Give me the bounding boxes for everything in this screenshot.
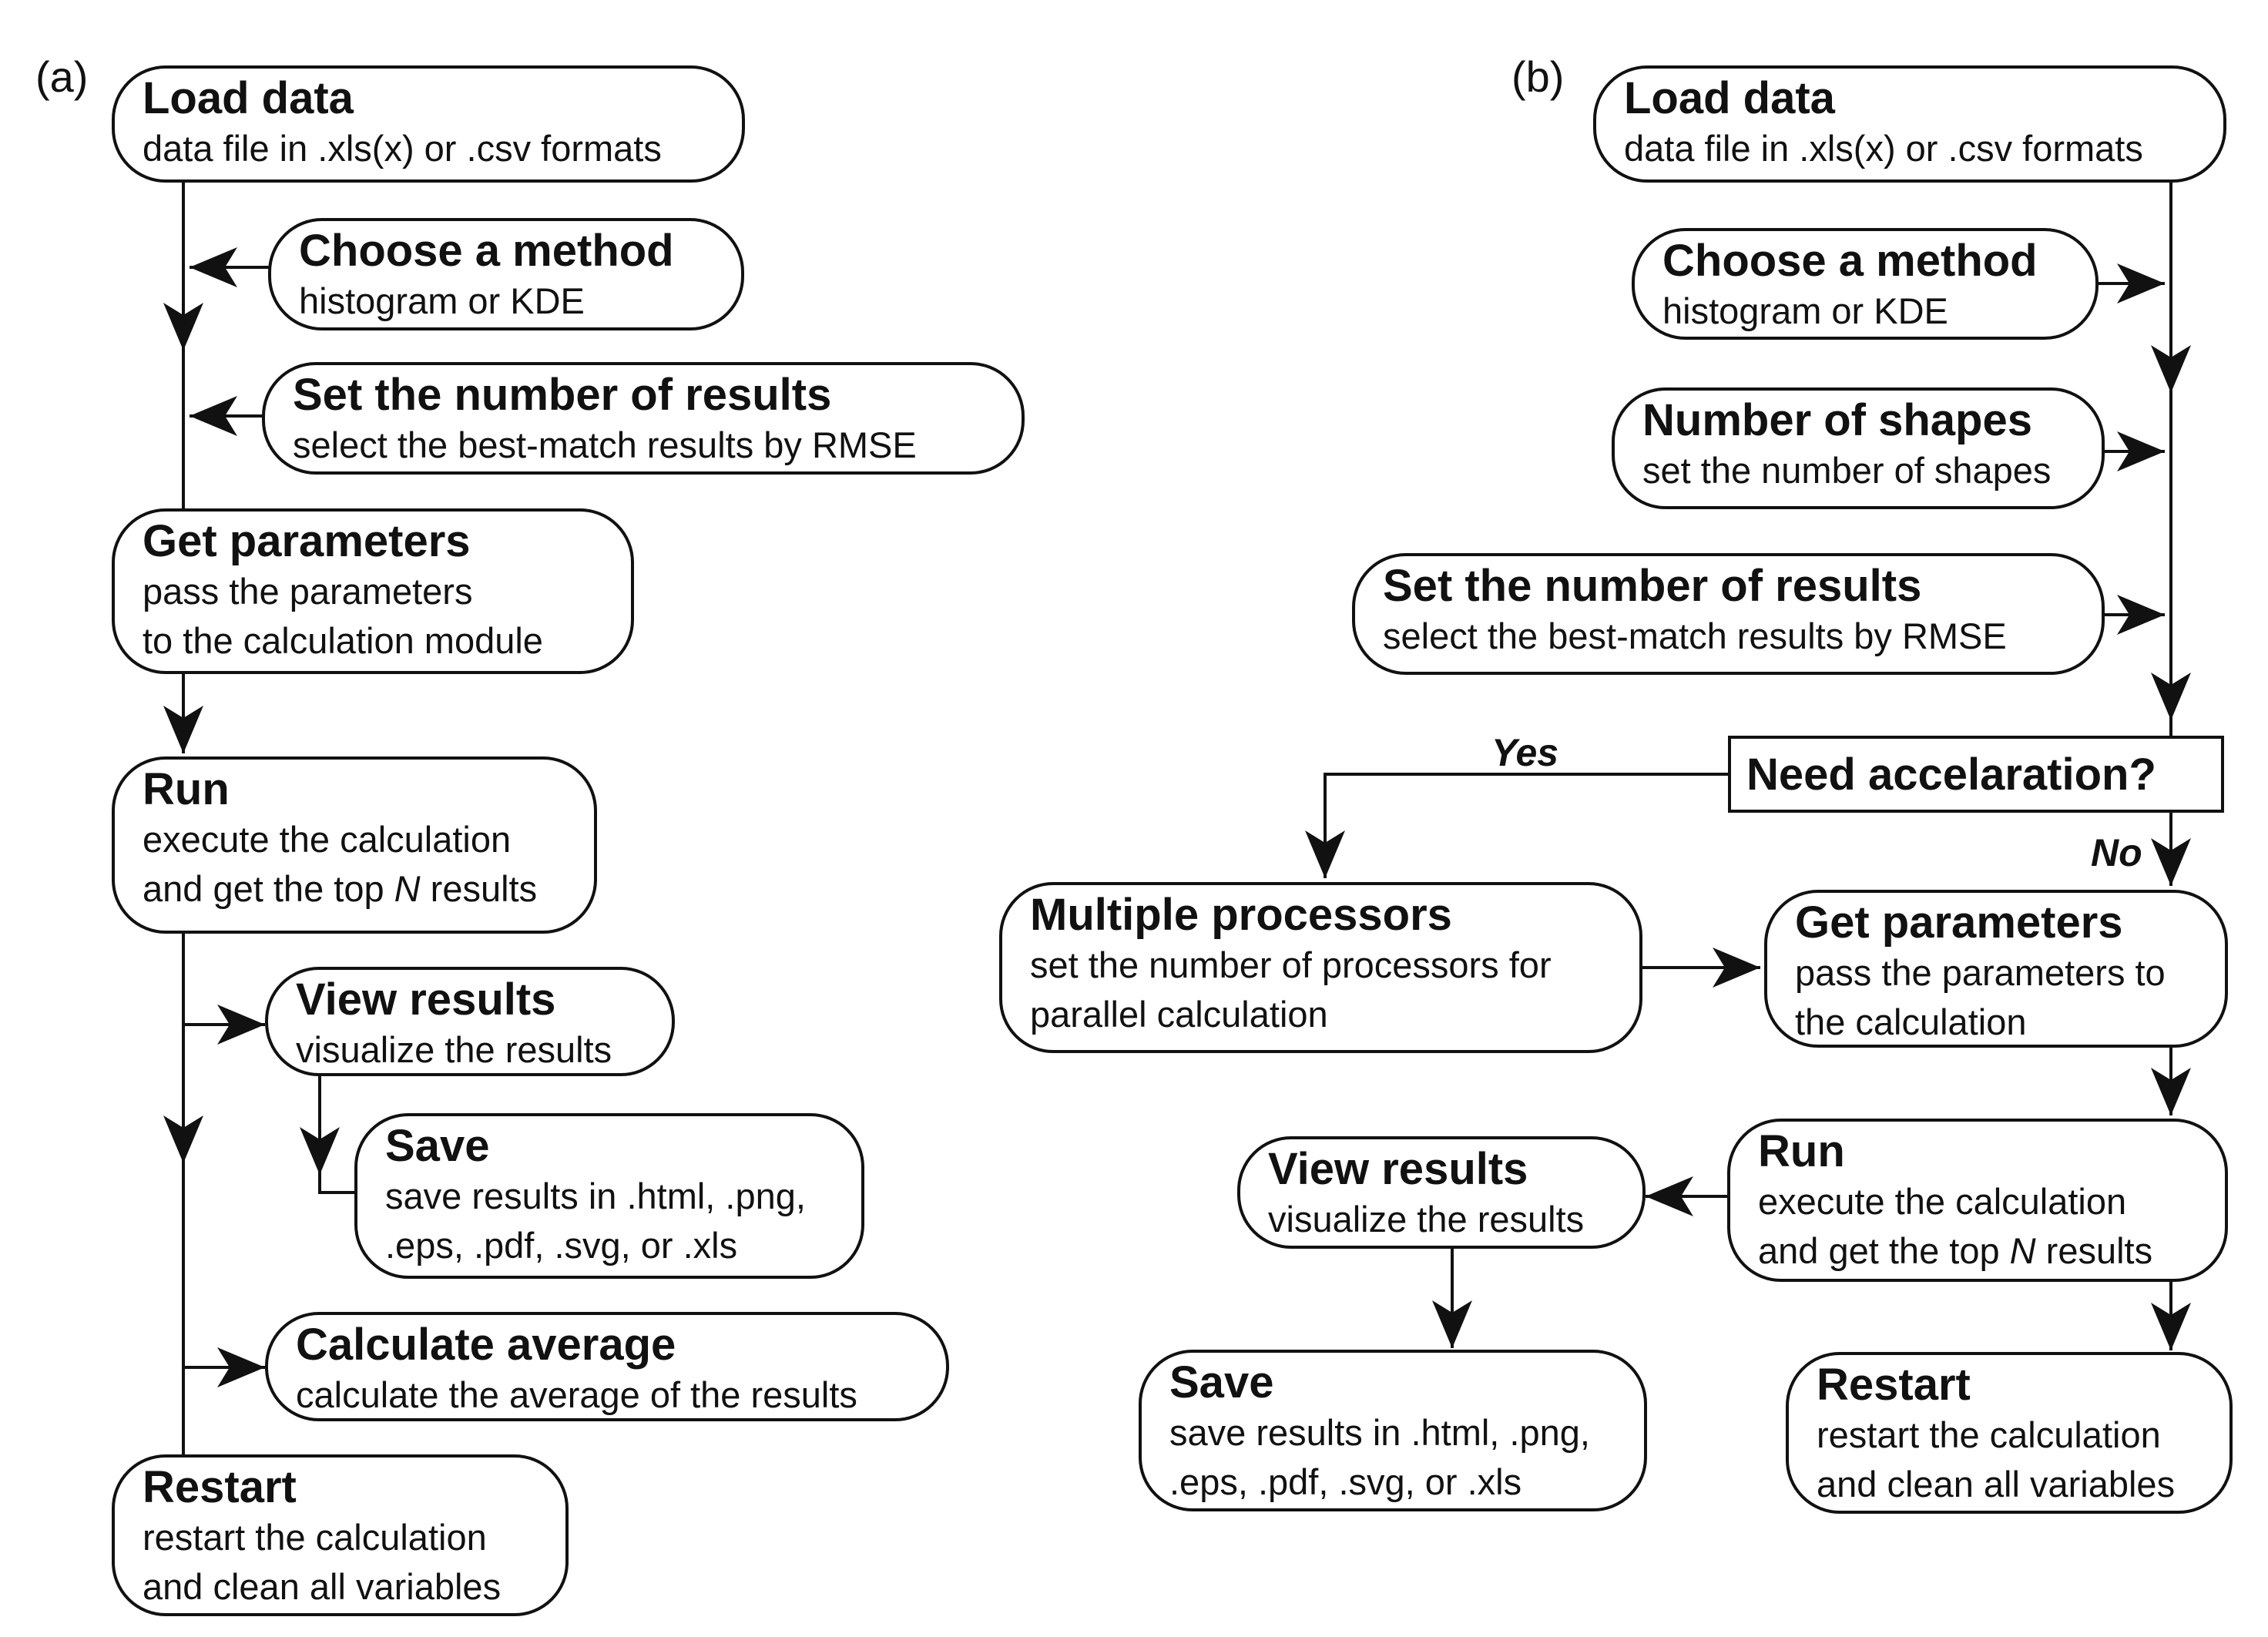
node-title: Save <box>1169 1357 1274 1407</box>
node-title: Number of shapes <box>1642 395 2032 445</box>
node-subtitle: visualize the results <box>1268 1199 1585 1239</box>
node-title: Need accelaration? <box>1746 750 2156 800</box>
a-restart-node: Restart restart the calculation and clea… <box>112 1454 569 1616</box>
a-get-parameters-node: Get parameters pass the parameters to th… <box>112 508 634 674</box>
node-subtitle-line2: and clean all variables <box>1817 1464 2176 1504</box>
b-restart-node: Restart restart the calculation and clea… <box>1786 1352 2233 1514</box>
b-load-data-node: Load data data file in .xls(x) or .csv f… <box>1593 65 2226 183</box>
a-view-results-node: View results visualize the results <box>265 967 675 1076</box>
node-subtitle-line1: restart the calculation <box>143 1517 487 1558</box>
node-subtitle-line2: .eps, .pdf, .svg, or .xls <box>385 1225 738 1266</box>
node-subtitle-line2: and clean all variables <box>143 1566 502 1607</box>
panel-b-label: (b) <box>1511 52 1565 101</box>
node-subtitle-line1: restart the calculation <box>1817 1414 2161 1455</box>
run-text-b: results <box>420 868 538 909</box>
run-text-a: and get the top <box>143 868 394 909</box>
node-subtitle: set the number of shapes <box>1642 450 2052 491</box>
node-subtitle: histogram or KDE <box>1662 290 1948 331</box>
node-title: Load data <box>143 73 354 123</box>
b-choose-method-node: Choose a method histogram or KDE <box>1632 228 2099 340</box>
node-subtitle-line1: set the number of processors for <box>1030 944 1552 985</box>
node-subtitle-line2: to the calculation module <box>143 620 543 661</box>
no-edge-label: No <box>2091 831 2142 874</box>
node-title: Set the number of results <box>293 370 832 420</box>
b-multiple-processors-node: Multiple processors set the number of pr… <box>999 882 1642 1053</box>
a-choose-method-node: Choose a method histogram or KDE <box>268 218 744 330</box>
node-subtitle: calculate the average of the results <box>296 1374 857 1415</box>
node-subtitle-line1: execute the calculation <box>143 819 512 860</box>
a-calculate-average-node: Calculate average calculate the average … <box>265 1312 949 1421</box>
node-title: Load data <box>1624 73 1835 123</box>
run-text-b: results <box>2035 1230 2153 1271</box>
node-title: Choose a method <box>299 226 674 276</box>
node-subtitle: histogram or KDE <box>299 280 585 321</box>
node-subtitle-line1: pass the parameters <box>143 571 473 612</box>
node-title: View results <box>296 974 556 1025</box>
b-number-of-shapes-node: Number of shapes set the number of shape… <box>1612 387 2105 509</box>
run-n-symbol: N <box>2009 1230 2036 1271</box>
a-set-results-node: Set the number of results select the bes… <box>262 362 1025 475</box>
node-title: Run <box>143 764 230 814</box>
node-subtitle: visualize the results <box>296 1029 612 1070</box>
b-arrow-yes <box>1324 773 1728 877</box>
node-title: Choose a method <box>1662 236 2038 286</box>
run-text-a: and get the top <box>1758 1230 2010 1271</box>
node-subtitle-line1: pass the parameters to <box>1795 952 2166 993</box>
node-title: Run <box>1758 1126 1845 1176</box>
b-set-results-node: Set the number of results select the bes… <box>1352 553 2105 675</box>
node-subtitle-line2: and get the top N results <box>1758 1226 2197 1276</box>
a-load-data-node: Load data data file in .xls(x) or .csv f… <box>112 65 745 183</box>
node-subtitle: select the best-match results by RMSE <box>1383 616 2007 656</box>
node-title: Get parameters <box>143 516 471 566</box>
node-subtitle: select the best-match results by RMSE <box>293 424 917 465</box>
yes-edge-label: Yes <box>1491 731 1559 774</box>
b-get-parameters-node: Get parameters pass the parameters to th… <box>1764 890 2228 1048</box>
node-subtitle-line1: save results in .html, .png, <box>385 1176 806 1216</box>
node-title: Multiple processors <box>1030 890 1452 940</box>
run-n-symbol: N <box>394 868 421 909</box>
node-subtitle-line2: and get the top N results <box>143 864 566 914</box>
node-subtitle-line1: execute the calculation <box>1758 1181 2127 1222</box>
a-save-node: Save save results in .html, .png, .eps, … <box>354 1113 864 1279</box>
node-title: View results <box>1268 1144 1528 1194</box>
panel-a-label: (a) <box>35 52 89 101</box>
node-title: Set the number of results <box>1383 561 1922 611</box>
b-run-node: Run execute the calculation and get the … <box>1727 1119 2228 1282</box>
a-arrow-save <box>318 1075 356 1194</box>
b-need-acceleration-decision: Need accelaration? <box>1728 736 2224 813</box>
node-subtitle-line2: parallel calculation <box>1030 994 1328 1035</box>
node-subtitle-line1: save results in .html, .png, <box>1169 1412 1590 1453</box>
node-title: Restart <box>1817 1360 1971 1410</box>
node-title: Calculate average <box>296 1320 676 1370</box>
node-subtitle-line2: .eps, .pdf, .svg, or .xls <box>1169 1461 1522 1502</box>
node-subtitle: data file in .xls(x) or .csv formats <box>143 128 662 169</box>
node-title: Save <box>385 1121 490 1171</box>
b-view-results-node: View results visualize the results <box>1237 1136 1646 1249</box>
node-subtitle-line2: the calculation <box>1795 1001 2027 1042</box>
node-subtitle: data file in .xls(x) or .csv formats <box>1624 128 2143 169</box>
b-save-node: Save save results in .html, .png, .eps, … <box>1139 1350 1647 1511</box>
node-title: Restart <box>143 1462 297 1512</box>
a-run-node: Run execute the calculation and get the … <box>112 756 597 934</box>
node-title: Get parameters <box>1795 897 2123 948</box>
